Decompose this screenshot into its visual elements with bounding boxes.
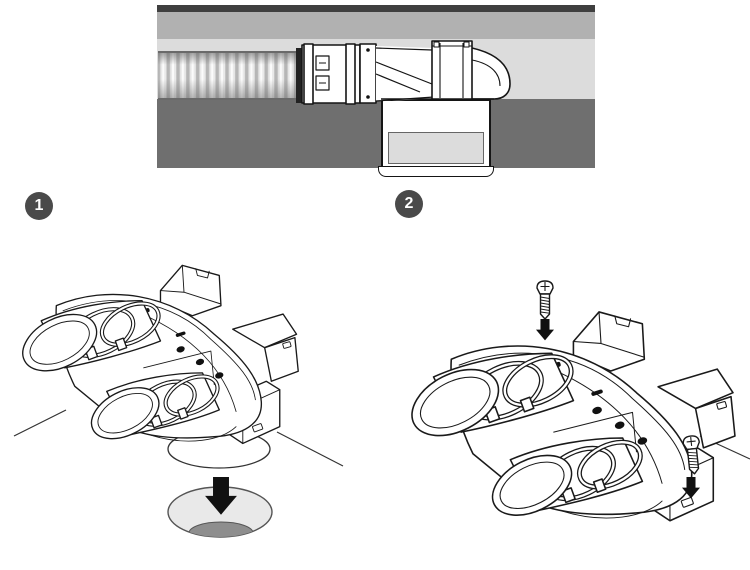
coupler-clamp-left — [303, 43, 314, 105]
step-2-badge: 2 — [395, 190, 423, 218]
screw-icon — [536, 280, 554, 320]
upper-slab-band — [157, 12, 595, 39]
duct-connector-assembly — [296, 40, 511, 105]
plenum-riser — [431, 40, 473, 101]
step2-figure — [401, 280, 750, 527]
lower-slab-band — [157, 99, 595, 168]
duct-end-cap — [296, 48, 302, 103]
plenum-inner-panel — [388, 132, 484, 164]
grille-flange — [378, 166, 494, 177]
ceiling-plane-line — [13, 409, 67, 437]
coupler-clamp-right — [345, 43, 356, 105]
step1-figure — [13, 265, 344, 538]
corrugated-flex-duct — [158, 51, 299, 100]
step-1-badge: 1 — [25, 192, 53, 220]
dual-spigot-plenum — [13, 265, 298, 449]
ceiling-top-bar — [157, 5, 595, 12]
ceiling-plenum-box — [381, 99, 491, 168]
down-arrow-icon — [535, 319, 555, 341]
dual-spigot-plenum — [401, 312, 735, 527]
coupler-flange — [359, 43, 377, 104]
ceiling-plane-line — [276, 431, 344, 467]
